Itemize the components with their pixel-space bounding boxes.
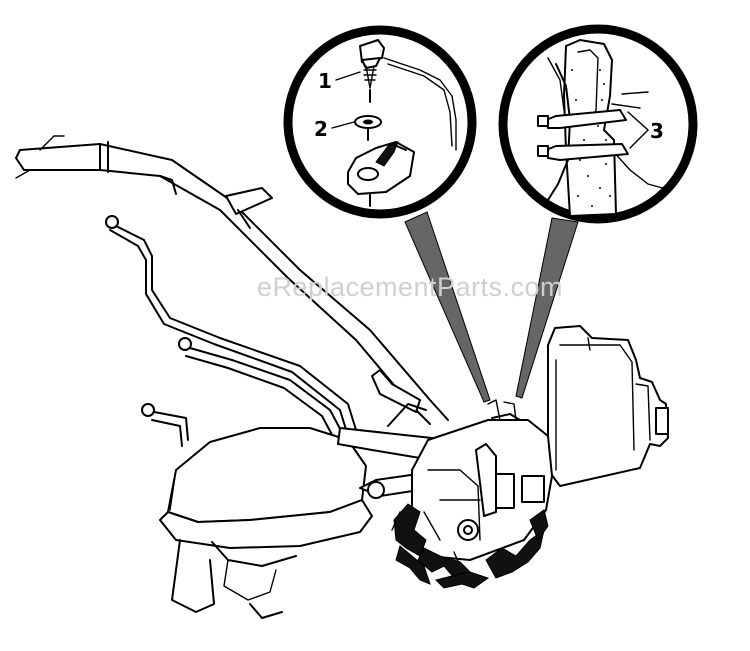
engine — [547, 325, 669, 487]
cable-left — [383, 57, 457, 151]
detail-pointer-left — [404, 211, 491, 403]
cable-right — [547, 63, 571, 201]
watermark-text: eReplacementParts.com — [257, 272, 563, 302]
control-rods — [105, 215, 357, 447]
cable-tie-upper — [537, 109, 627, 129]
washer — [354, 115, 382, 141]
handlebar — [15, 135, 449, 425]
leader-3b — [629, 129, 649, 149]
tines — [391, 503, 549, 589]
cable-tie-lower — [537, 143, 629, 161]
detail-circle-hardware: 1 2 — [283, 25, 491, 403]
leader-3a — [627, 111, 649, 131]
transmission — [411, 399, 553, 567]
leader-2 — [331, 121, 355, 129]
detail-circle-cable-ties: 3 — [498, 24, 698, 399]
leader-1 — [335, 71, 361, 81]
screw — [359, 39, 385, 103]
callout-label-2: 2 — [314, 117, 328, 141]
detail-pointer-right — [515, 217, 579, 399]
bracket — [347, 141, 415, 207]
callout-label-1: 1 — [318, 69, 332, 93]
callout-label-3: 3 — [650, 119, 664, 143]
tine-shield — [159, 427, 373, 619]
tiller-illustration — [15, 135, 669, 619]
